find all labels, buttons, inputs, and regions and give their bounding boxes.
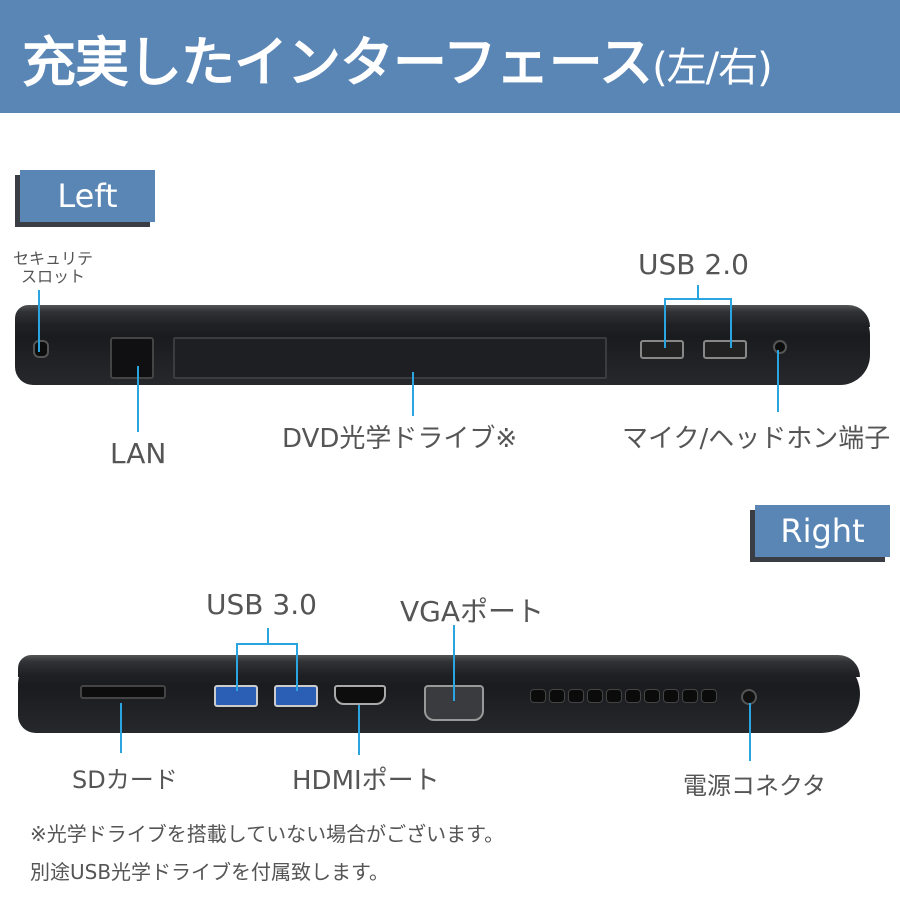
usb3-bracket-left <box>236 643 238 691</box>
page-title: 充実したインターフェース(左/右) <box>22 18 773 97</box>
audio-jack <box>773 340 787 354</box>
security-slot-label-line1: セキュリテ <box>12 249 93 268</box>
hdmi-label: HDMIポート <box>292 766 440 796</box>
footnote-line-2: 別途USB光学ドライブを付属致します。 <box>30 860 390 884</box>
chassis-lid-edge-right <box>18 655 860 677</box>
usb2-port-2 <box>703 340 747 359</box>
usb2-bracket-stem <box>697 285 699 299</box>
vga-label: VGAポート <box>400 595 545 628</box>
sd-callout-line <box>120 703 122 753</box>
dvd-label: DVD光学ドライブ※ <box>282 424 518 454</box>
left-side-tag: Left <box>20 170 155 222</box>
header-banner: 充実したインターフェース(左/右) <box>0 0 900 113</box>
vent <box>663 689 679 703</box>
usb2-label: USB 2.0 <box>638 248 749 281</box>
vent <box>625 689 641 703</box>
vent <box>701 689 717 703</box>
vga-callout-line <box>453 625 455 701</box>
hdmi-callout-line <box>358 705 360 755</box>
usb3-label: USB 3.0 <box>206 588 317 621</box>
sd-card-slot <box>80 685 166 699</box>
audio-jack-label: マイク/ヘッドホン端子 <box>622 424 891 454</box>
usb2-bracket-right <box>730 298 732 348</box>
chassis-lid-edge <box>15 305 870 327</box>
security-slot-label: セキュリテ スロット <box>8 250 98 286</box>
lan-callout-line <box>137 366 139 432</box>
security-slot-label-line2: スロット <box>20 267 85 286</box>
sd-card-label: SDカード <box>72 766 178 794</box>
vent <box>549 689 565 703</box>
vent <box>644 689 660 703</box>
title-subtitle: (左/右) <box>652 45 773 91</box>
laptop-right-side-image <box>18 655 860 733</box>
dvd-drive-tray <box>173 337 607 379</box>
usb3-bracket-stem <box>267 628 269 644</box>
vent <box>530 689 546 703</box>
footnote-line-1: ※光学ドライブを搭載していない場合がございます。 <box>30 822 505 846</box>
usb3-bracket-line <box>236 643 298 645</box>
power-callout-line <box>749 703 751 761</box>
right-side-tag: Right <box>755 505 890 557</box>
vent <box>682 689 698 703</box>
usb2-bracket-line <box>664 298 732 300</box>
vent <box>587 689 603 703</box>
usb2-port-1 <box>640 340 684 359</box>
audio-callout-line <box>777 350 779 412</box>
usb3-bracket-right <box>296 643 298 691</box>
vga-port <box>424 685 484 721</box>
title-text: 充実したインターフェース <box>22 31 653 94</box>
lan-port <box>110 337 154 379</box>
security-slot-callout-line <box>38 290 40 352</box>
hdmi-port <box>334 685 386 705</box>
security-slot-port <box>33 340 49 358</box>
power-connector-label: 電源コネクタ <box>683 772 827 800</box>
vent <box>568 689 584 703</box>
vent <box>606 689 622 703</box>
lan-label: LAN <box>110 437 167 470</box>
usb2-bracket-left <box>664 298 666 348</box>
dvd-callout-line <box>412 372 414 416</box>
laptop-left-side-image <box>15 305 870 385</box>
